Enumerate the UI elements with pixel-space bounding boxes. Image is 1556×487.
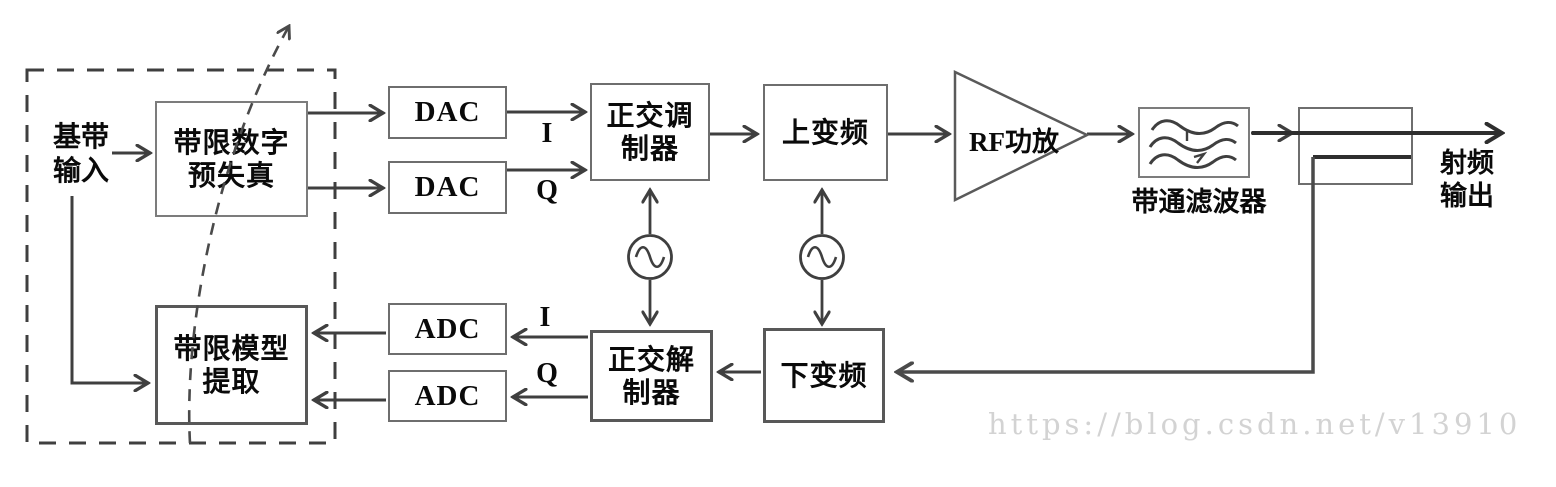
dashed-adaptation-arrow <box>187 26 289 444</box>
block-quad-demodulator-line2: 制器 <box>622 377 681 408</box>
feedback-line-coupler-to-downconverter <box>897 157 1315 372</box>
block-upconverter: 上变频 <box>763 84 888 181</box>
rf-output-label: 射频 输出 <box>1432 147 1502 213</box>
block-coupler <box>1298 107 1413 185</box>
q-channel-label-top: Q <box>536 175 558 206</box>
bandpass-filter-label: 带通滤波器 <box>1131 187 1267 217</box>
block-quad-modulator-line1: 正交调 <box>606 100 694 131</box>
block-predistortion: 带限数字 预失真 <box>155 101 308 217</box>
block-predistortion-line1: 带限数字 <box>173 127 290 158</box>
block-quad-demodulator: 正交解 制器 <box>590 330 713 422</box>
block-dac-i: DAC <box>388 86 507 139</box>
block-quad-modulator: 正交调 制器 <box>590 83 710 181</box>
rf-amplifier-label: RF功放 <box>969 127 1059 157</box>
oscillator-1-icon <box>627 234 673 280</box>
i-channel-label-bottom: I <box>539 302 551 333</box>
oscillator-2-icon <box>799 234 845 280</box>
csdn-watermark: https://blog.csdn.net/v13910 <box>988 407 1522 441</box>
block-downconverter: 下变频 <box>763 328 885 423</box>
baseband-input-label: 基带 输入 <box>46 120 116 188</box>
rf-output-line1: 射频 <box>1440 148 1494 178</box>
block-quad-modulator-line2: 制器 <box>620 133 679 164</box>
i-channel-label-top: I <box>541 118 553 149</box>
block-bandpass-filter <box>1138 107 1250 178</box>
baseband-input-line2: 输入 <box>52 155 109 186</box>
baseband-input-line1: 基带 <box>52 121 109 152</box>
amplifier-triangle-icon <box>953 70 1090 203</box>
block-model-extraction-line2: 提取 <box>202 366 261 397</box>
rf-output-line2: 输出 <box>1440 181 1494 211</box>
block-adc-i: ADC <box>388 303 507 355</box>
arrow-baseband-to-model-extraction <box>70 196 148 383</box>
dpd-system-dashed-box <box>25 68 337 445</box>
bandpass-filter-icon <box>1148 119 1239 169</box>
q-channel-label-bottom: Q <box>536 358 558 389</box>
block-quad-demodulator-line1: 正交解 <box>607 344 695 375</box>
block-adc-q: ADC <box>388 370 507 422</box>
block-dac-q: DAC <box>388 161 507 214</box>
